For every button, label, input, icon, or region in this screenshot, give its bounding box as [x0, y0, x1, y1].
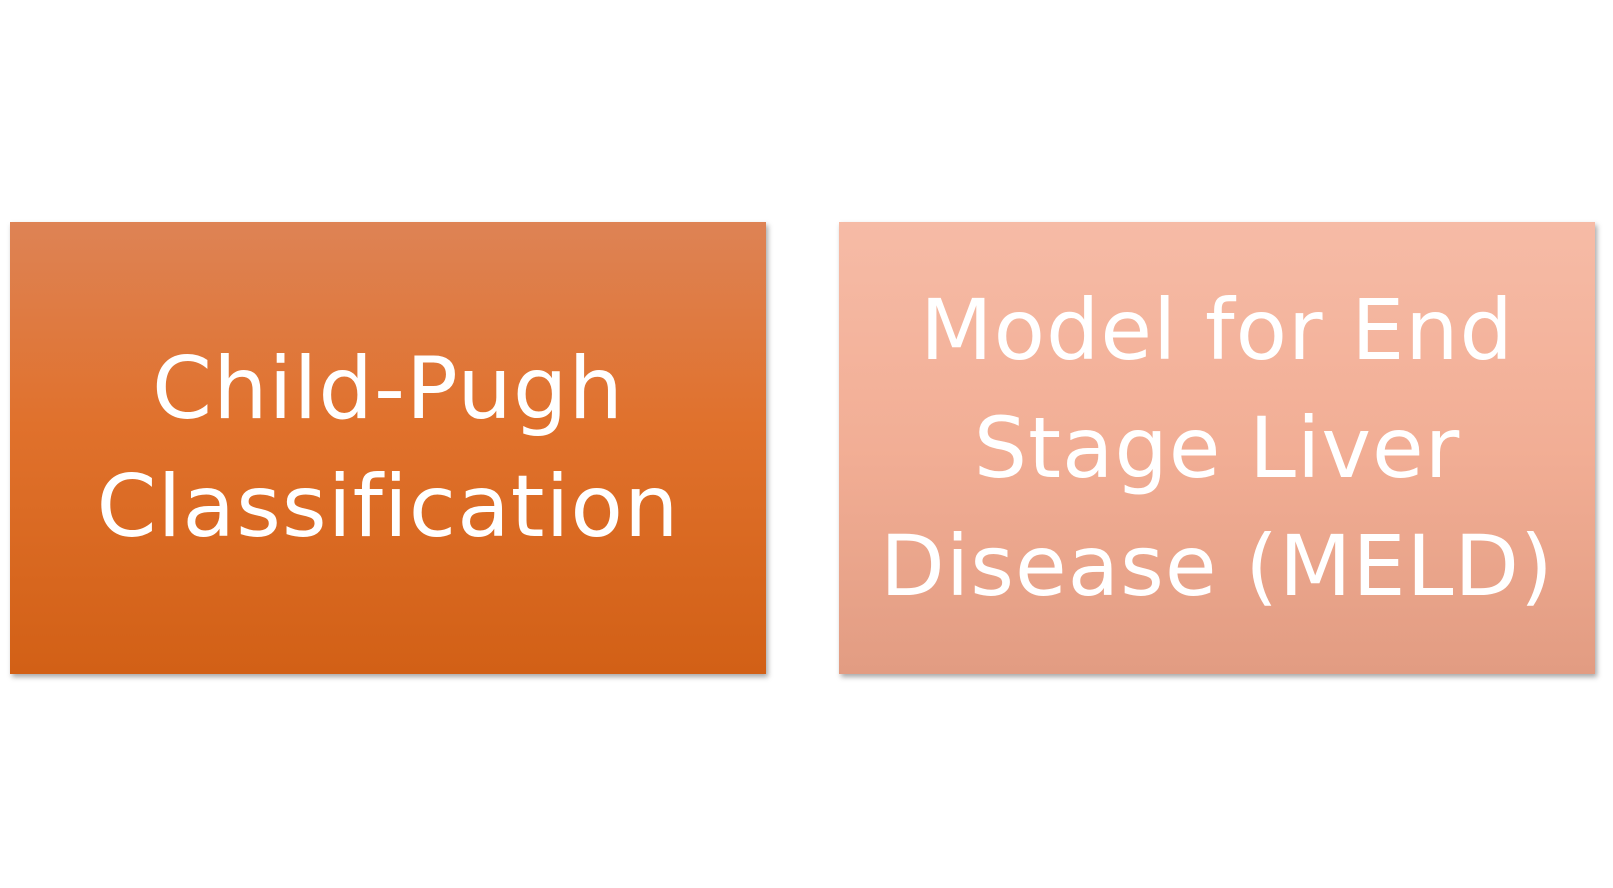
meld-line-2: Stage Liver — [973, 399, 1461, 497]
meld-line-1: Model for End — [920, 281, 1514, 379]
child-pugh-line-1: Child-Pugh — [152, 339, 624, 439]
child-pugh-box: Child-Pugh Classification — [10, 222, 766, 674]
meld-line-3: Disease (MELD) — [880, 517, 1554, 615]
child-pugh-line-2: Classification — [96, 457, 680, 557]
meld-box: Model for End Stage Liver Disease (MELD) — [839, 222, 1595, 674]
meld-label: Model for End Stage Liver Disease (MELD) — [880, 271, 1554, 625]
child-pugh-label: Child-Pugh Classification — [96, 330, 679, 566]
